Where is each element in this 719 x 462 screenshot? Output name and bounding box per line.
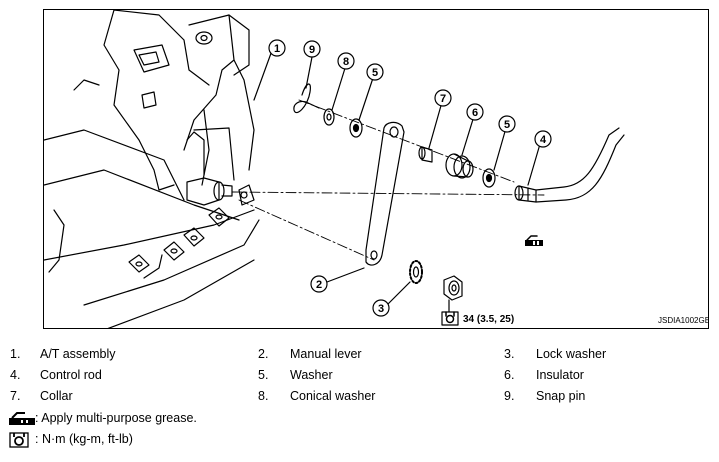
legend-name: Insulator (536, 368, 584, 382)
callout-9: 9 (303, 40, 321, 58)
legend-row-1: 1. A/T assembly 2. Manual lever 3. Lock … (0, 347, 719, 362)
svg-text:1: 1 (274, 43, 280, 55)
svg-text:9: 9 (309, 44, 315, 56)
callout-5-left: 5 (366, 63, 384, 81)
insulator-drawing (445, 153, 474, 179)
snap-pin-drawing (293, 83, 320, 114)
legend-num: 1. (10, 347, 21, 361)
diagram-drawing: 1 2 3 4 5 5 6 7 8 9 (44, 10, 625, 328)
legend-name: Washer (290, 368, 333, 382)
svg-text:3: 3 (378, 303, 384, 315)
callout-7: 7 (434, 89, 452, 107)
callout-5-right: 5 (498, 115, 516, 133)
conical-washer-drawing (323, 108, 335, 126)
legend-name: Snap pin (536, 389, 586, 403)
svg-text:5: 5 (372, 67, 378, 79)
torque-mark (441, 311, 459, 326)
torque-wrench-icon (9, 432, 29, 448)
legend-symbol-grease: : Apply multi-purpose grease. (9, 410, 197, 426)
legend-num: 8. (258, 389, 269, 403)
legend-name: Lock washer (536, 347, 607, 361)
exploded-view-diagram: 1 2 3 4 5 5 6 7 8 9 34 (3.5, 25) JSDIA10… (43, 9, 709, 329)
legend-num: 2. (258, 347, 269, 361)
legend-name: Collar (40, 389, 73, 403)
callout-3: 3 (372, 299, 390, 317)
legend-num: 3. (504, 347, 515, 361)
legend-name: Control rod (40, 368, 102, 382)
lock-washer-drawing (409, 260, 423, 284)
callout-2: 2 (310, 275, 328, 293)
callout-8: 8 (337, 52, 355, 70)
at-assembly-drawing (44, 10, 260, 328)
assembly-axis (231, 191, 545, 196)
figure-id-code: JSDIA1002GB (658, 316, 709, 325)
callout-circles: 1 2 3 4 5 5 6 7 8 9 (268, 39, 552, 317)
callout-4: 4 (534, 130, 552, 148)
legend-name: Manual lever (290, 347, 362, 361)
grease-mark (525, 235, 543, 246)
legend-row-3: 7. Collar 8. Conical washer 9. Snap pin (0, 389, 719, 404)
washer-left-drawing (349, 118, 363, 138)
legend-symbol-torque: : N·m (kg-m, ft-lb) (9, 431, 133, 448)
legend-num: 6. (504, 368, 515, 382)
collar-drawing (418, 146, 433, 163)
legend-num: 4. (10, 368, 21, 382)
svg-text:2: 2 (316, 279, 322, 291)
svg-text:6: 6 (472, 107, 478, 119)
legend-row-2: 4. Control rod 5. Washer 6. Insulator (0, 368, 719, 383)
legend-name: Conical washer (290, 389, 376, 403)
svg-text:5: 5 (504, 119, 510, 131)
grease-symbol-text: : Apply multi-purpose grease. (35, 411, 197, 425)
svg-text:8: 8 (343, 56, 349, 68)
control-rod-drawing (514, 127, 625, 203)
nut-drawing (443, 275, 463, 301)
legend-num: 9. (504, 389, 515, 403)
torque-symbol-text: : N·m (kg-m, ft-lb) (35, 432, 133, 446)
callout-6: 6 (466, 103, 484, 121)
svg-text:7: 7 (440, 93, 446, 105)
washer-right-drawing (482, 168, 496, 188)
legend-name: A/T assembly (40, 347, 116, 361)
legend-num: 7. (10, 389, 21, 403)
grease-icon (9, 411, 35, 425)
torque-value: 34 (3.5, 25) (463, 314, 515, 325)
legend-num: 5. (258, 368, 269, 382)
manual-lever-drawing (365, 121, 405, 266)
svg-text:4: 4 (540, 134, 547, 146)
callout-1: 1 (268, 39, 286, 57)
